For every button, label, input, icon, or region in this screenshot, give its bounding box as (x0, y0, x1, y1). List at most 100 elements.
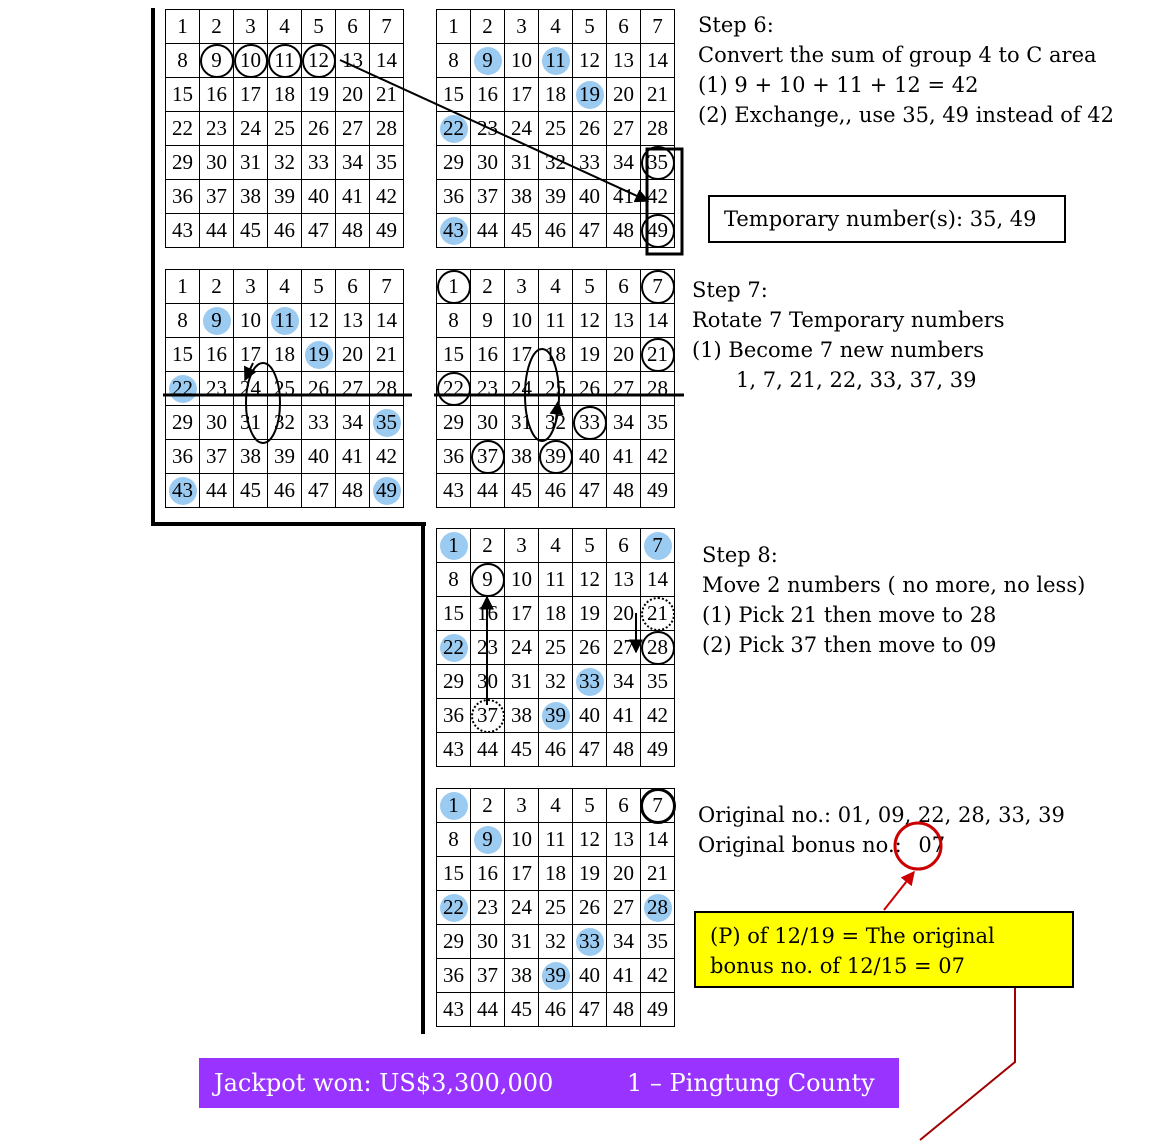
number-cell: 36 (165, 439, 200, 474)
cell-number: 46 (274, 478, 295, 502)
number-cell: 14 (640, 822, 675, 857)
number-cell: 37 (470, 698, 505, 733)
selected-dot (270, 306, 299, 335)
cell-number: 31 (511, 410, 532, 434)
number-cell: 27 (606, 630, 641, 665)
number-cell: 34 (606, 924, 641, 959)
cell-number: 1 (448, 533, 459, 557)
cell-number: 39 (545, 184, 566, 208)
number-cell: 10 (504, 43, 539, 78)
number-cell: 36 (436, 179, 471, 214)
number-cell: 32 (538, 924, 573, 959)
number-cell: 25 (267, 111, 302, 146)
number-cell: 5 (572, 788, 607, 823)
cell-number: 22 (443, 895, 464, 919)
cell-number: 22 (443, 635, 464, 659)
number-cell: 7 (640, 528, 675, 563)
number-cell: 28 (640, 630, 675, 665)
number-cell: 18 (538, 856, 573, 891)
number-cell: 15 (436, 337, 471, 372)
number-cell: 4 (267, 9, 302, 44)
number-cell: 20 (606, 77, 641, 112)
number-cell: 38 (233, 439, 268, 474)
cell-number: 32 (545, 669, 566, 693)
cell-number: 12 (579, 308, 600, 332)
cell-number: 38 (511, 184, 532, 208)
original-bonus-line: Original bonus no.: 07 (698, 830, 1065, 860)
cell-number: 36 (443, 963, 464, 987)
cell-number: 31 (511, 150, 532, 174)
cell-number: 34 (613, 150, 634, 174)
number-cell: 49 (640, 473, 675, 508)
cell-number: 21 (647, 861, 668, 885)
number-cell: 26 (572, 890, 607, 925)
number-cell: 3 (504, 528, 539, 563)
number-cell: 38 (504, 698, 539, 733)
cell-number: 11 (274, 308, 295, 332)
number-cell: 6 (606, 788, 641, 823)
number-cell: 25 (538, 890, 573, 925)
number-cell: 11 (538, 822, 573, 857)
cell-number: 19 (579, 861, 600, 885)
cell-number: 42 (647, 963, 668, 987)
number-cell: 24 (504, 371, 539, 406)
selected-dot (439, 791, 468, 820)
number-cell: 45 (504, 213, 539, 248)
cell-number: 34 (342, 150, 363, 174)
location-text: 1 – Pingtung County (627, 1069, 875, 1097)
cell-number: 9 (482, 48, 493, 72)
cell-number: 2 (482, 533, 493, 557)
cell-number: 12 (579, 827, 600, 851)
cell-number: 30 (477, 150, 498, 174)
number-cell: 46 (538, 992, 573, 1027)
number-cell: 5 (572, 528, 607, 563)
number-cell: 48 (606, 473, 641, 508)
number-cell: 47 (572, 992, 607, 1027)
cell-number: 1 (448, 793, 459, 817)
cell-number: 2 (482, 14, 493, 38)
number-cell: 15 (165, 337, 200, 372)
cell-number: 10 (511, 308, 532, 332)
cell-number: 12 (308, 308, 329, 332)
cell-number: 2 (482, 274, 493, 298)
number-cell: 16 (199, 77, 234, 112)
cell-number: 21 (647, 82, 668, 106)
step8-line1: Move 2 numbers ( no more, no less) (702, 573, 1086, 597)
number-cell: 2 (199, 269, 234, 304)
number-cell: 5 (572, 9, 607, 44)
selected-dot (439, 216, 468, 245)
cell-number: 23 (477, 376, 498, 400)
number-cell: 44 (470, 992, 505, 1027)
number-cell: 29 (436, 664, 471, 699)
cell-number: 9 (211, 308, 222, 332)
number-cell: 7 (640, 9, 675, 44)
step7-title: Step 7: (692, 278, 768, 302)
number-cell: 20 (606, 856, 641, 891)
original-bonus-value: 07 (918, 833, 946, 857)
number-cell: 19 (572, 337, 607, 372)
number-cell: 1 (165, 9, 200, 44)
dotted-ring (470, 698, 505, 733)
cell-number: 8 (448, 308, 459, 332)
number-cell: 18 (538, 77, 573, 112)
cell-number: 13 (342, 48, 363, 72)
cell-number: 24 (511, 895, 532, 919)
cell-number: 12 (579, 48, 600, 72)
bonus-note-line2: bonus no. of 12/15 = 07 (710, 954, 966, 978)
selected-dot (541, 961, 570, 990)
cell-number: 36 (443, 444, 464, 468)
number-cell: 33 (301, 405, 336, 440)
cell-number: 40 (579, 703, 600, 727)
cell-number: 25 (545, 376, 566, 400)
cell-number: 22 (172, 116, 193, 140)
cell-number: 18 (545, 82, 566, 106)
number-cell: 24 (233, 371, 268, 406)
number-cell: 33 (572, 924, 607, 959)
step6-line3: (2) Exchange,, use 35, 49 instead of 42 (698, 103, 1115, 127)
number-cell: 49 (640, 213, 675, 248)
number-cell: 35 (640, 664, 675, 699)
number-cell: 8 (165, 303, 200, 338)
cell-number: 3 (245, 14, 256, 38)
